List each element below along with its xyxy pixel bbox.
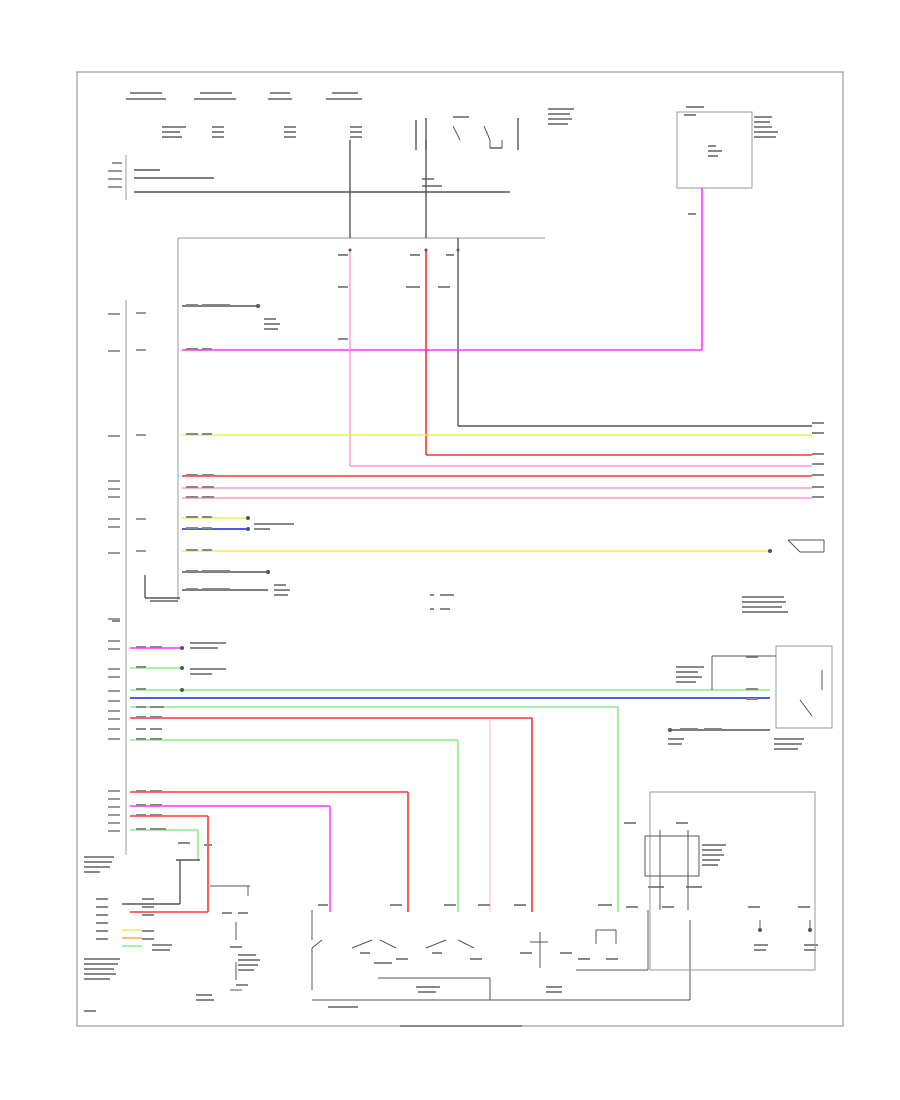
middle-labels: [112, 254, 722, 846]
pink-wires: [182, 250, 812, 499]
light-control-switch: [311, 910, 691, 1001]
relay-labels: [624, 822, 818, 951]
connector-icon: [180, 248, 812, 932]
magenta-lower-wires: [130, 647, 331, 912]
fuse-label-group: [126, 92, 574, 187]
left-connector-bar: [125, 155, 545, 855]
sensor-switch-icon: [210, 885, 250, 991]
right-top-component-box: [676, 111, 753, 189]
black-wires: [134, 118, 812, 731]
yellow-wires: [182, 434, 812, 552]
light-control-labels: [318, 904, 618, 1027]
right-switch-labels: [668, 422, 824, 750]
bottom-left-labels: [84, 856, 172, 1012]
right-switch-icon: [711, 539, 825, 717]
switch-icon: [452, 125, 503, 148]
bottom-left-harness: [122, 859, 200, 947]
magenta-wire: [182, 188, 703, 351]
sensor-switch-labels: [196, 912, 260, 1001]
right-switch-box: [775, 645, 833, 729]
left-pin-labels: [108, 162, 146, 832]
relay-inner-box: [644, 835, 700, 877]
right-top-box-label: [684, 106, 778, 215]
blue-wires: [130, 528, 770, 699]
red-wires: [130, 250, 812, 913]
relay-wires: [659, 830, 811, 930]
green-wires: [130, 667, 770, 912]
bottom-right-relay-box: [649, 791, 816, 971]
